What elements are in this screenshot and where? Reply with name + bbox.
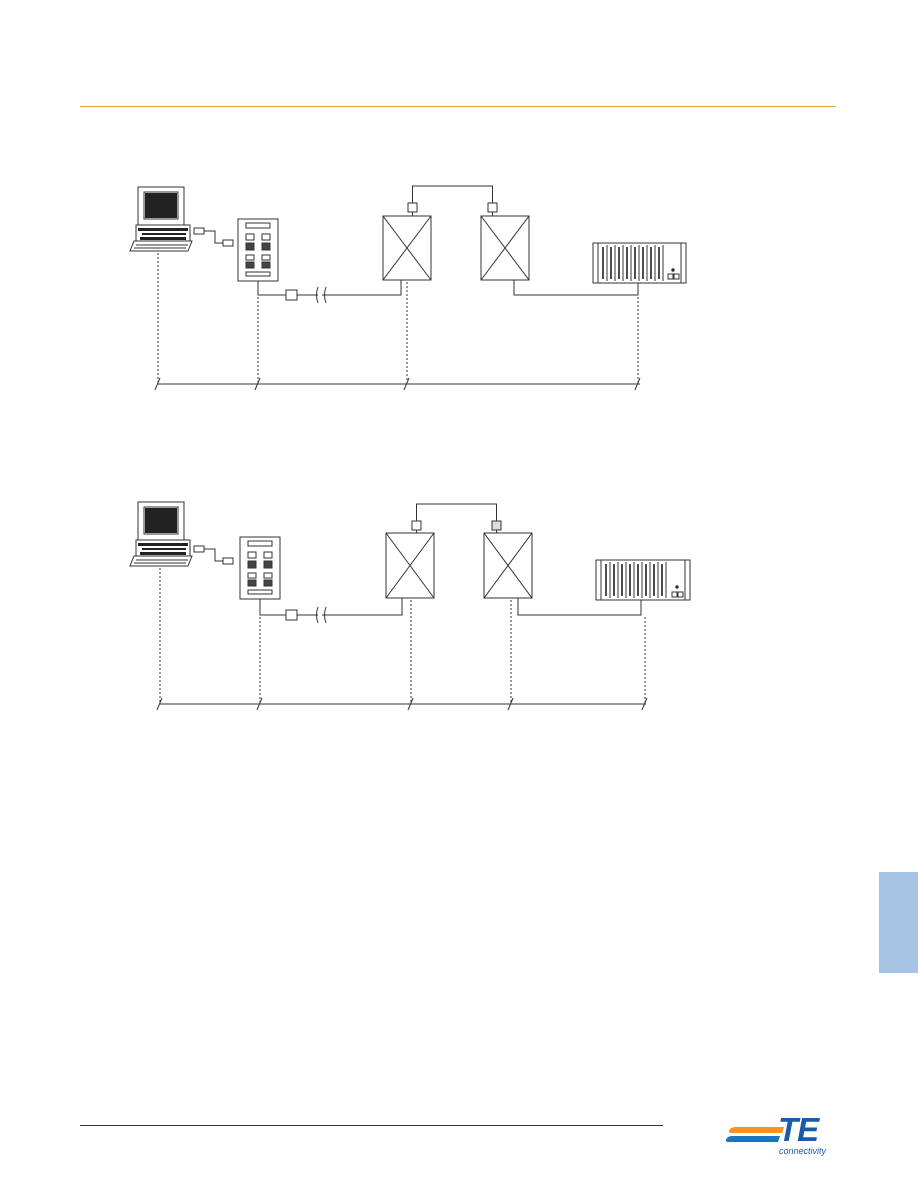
logo-subtext: connectivity (779, 1146, 827, 1156)
junction-box-icon (382, 202, 432, 281)
computer-workstation-icon (129, 501, 193, 567)
relay-rack-icon (595, 559, 691, 601)
wiring-diagram-1 (129, 185, 687, 391)
wiring-diagram-2 (129, 501, 691, 711)
connector-block-icon (285, 609, 298, 621)
computer-workstation-icon (129, 186, 193, 252)
section-side-tab (879, 872, 918, 973)
adapter-plug-icon (193, 545, 234, 565)
connector-block-icon (285, 289, 298, 301)
adapter-plug-icon (193, 227, 234, 247)
header-rule (80, 106, 836, 107)
junction-box-icon (483, 520, 533, 599)
te-connectivity-logo-icon (725, 1127, 784, 1142)
footer-rule (80, 1125, 663, 1126)
control-panel-icon (239, 536, 281, 600)
junction-box-icon (480, 202, 530, 281)
control-panel-icon (237, 218, 279, 282)
logo-wordmark: TE (778, 1111, 819, 1148)
relay-rack-icon (592, 242, 687, 284)
junction-box-icon (385, 520, 435, 599)
